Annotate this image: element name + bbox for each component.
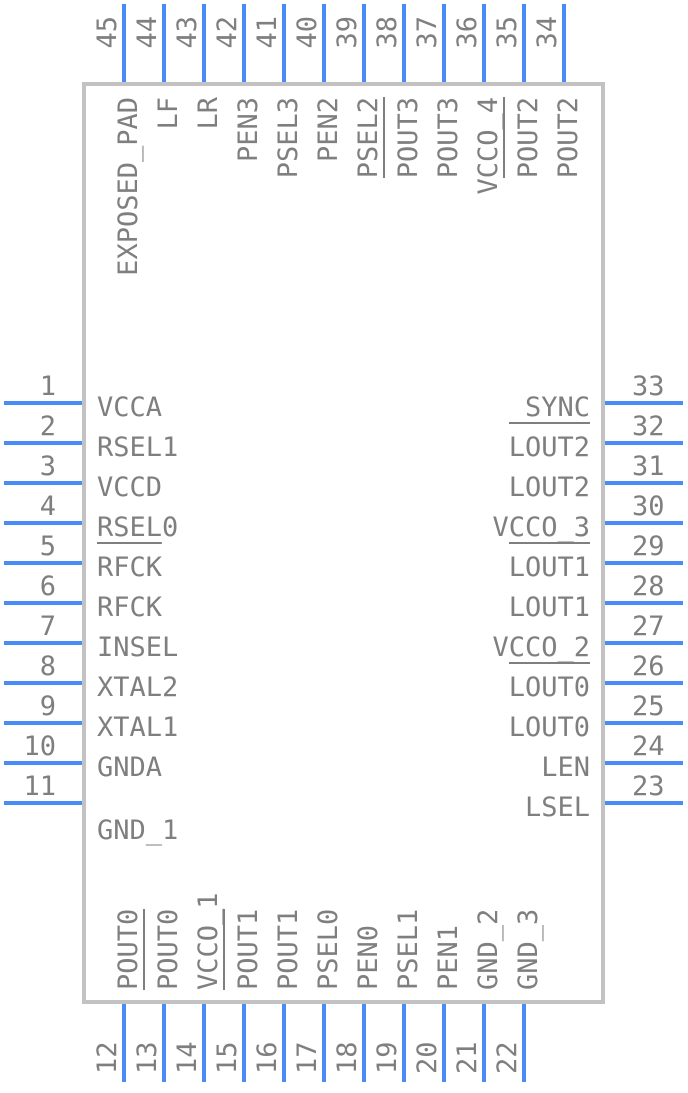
pin-number-14: 14 (172, 1041, 203, 1074)
pin-name-23: LSEL (525, 792, 590, 823)
pin-name-2: RSEL1 (97, 432, 178, 463)
pin-name-40: PEN2 (313, 97, 344, 162)
labels-layer: 1VCCA2RSEL13VCCD4RSEL05RFCK6RFCK7INSEL8X… (23, 16, 664, 1074)
pin-name-30: VCCO_3 (492, 512, 590, 543)
pin-name-7: INSEL (97, 632, 178, 663)
pin-number-3: 3 (40, 451, 56, 482)
pin-number-5: 5 (40, 531, 56, 562)
pin-name-38: POUT3 (393, 97, 424, 178)
pin-number-18: 18 (332, 1041, 363, 1074)
pin-number-40: 40 (292, 16, 323, 49)
pin-number-44: 44 (132, 16, 163, 49)
pin-number-36: 36 (452, 16, 483, 49)
pin-number-43: 43 (172, 16, 203, 49)
pin-name-21: GND_2 (473, 909, 504, 990)
pin-name-14: VCCO_1 (193, 892, 224, 990)
pin-number-24: 24 (632, 731, 665, 762)
pin-number-23: 23 (632, 771, 665, 802)
pin-number-35: 35 (492, 16, 523, 49)
pin-name-16: POUT1 (273, 909, 304, 990)
pin-number-29: 29 (632, 531, 665, 562)
pin-number-20: 20 (412, 1041, 443, 1074)
pin-number-39: 39 (332, 16, 363, 49)
pin-number-33: 33 (632, 371, 665, 402)
pin-name-26: LOUT0 (509, 672, 590, 703)
pin-number-31: 31 (632, 451, 665, 482)
pin-name-18: PEN0 (353, 925, 384, 990)
pin-name-36: VCCO_4 (473, 97, 504, 195)
pin-name-31: LOUT2 (509, 472, 590, 503)
pin-name-22: GND_3 (513, 909, 544, 990)
pin-name-3: VCCD (97, 472, 162, 503)
pin-name-35: POUT2 (513, 97, 544, 178)
pin-name-11: GND_1 (97, 815, 178, 846)
pin-number-28: 28 (632, 571, 665, 602)
pin-number-11: 11 (23, 771, 56, 802)
pin-name-10: GNDA (97, 752, 162, 783)
pin-name-9: XTAL1 (97, 712, 178, 743)
pin-name-34: POUT2 (553, 97, 584, 178)
pin-number-4: 4 (40, 491, 56, 522)
pin-number-7: 7 (40, 611, 56, 642)
pin-number-37: 37 (412, 16, 443, 49)
pin-number-38: 38 (372, 16, 403, 49)
pin-name-43: LR (193, 96, 224, 129)
pins-layer (4, 4, 683, 1082)
pin-name-12: POUT0 (113, 909, 144, 990)
pin-name-5: RFCK (97, 552, 163, 583)
pin-name-17: PSEL0 (313, 909, 344, 990)
pin-number-41: 41 (252, 16, 283, 49)
pin-number-26: 26 (632, 651, 665, 682)
pin-name-39: PSEL2 (353, 97, 384, 178)
pin-number-17: 17 (292, 1041, 323, 1074)
pin-number-12: 12 (92, 1041, 123, 1074)
pin-name-41: PSEL3 (273, 97, 304, 178)
ic-body-outline (82, 82, 605, 1004)
pin-number-42: 42 (212, 16, 243, 49)
pin-name-20: PEN1 (433, 925, 464, 990)
pin-name-45: EXPOSED_PAD (113, 97, 144, 276)
pin-number-8: 8 (40, 651, 56, 682)
pin-name-32: LOUT2 (509, 432, 590, 463)
pin-number-21: 21 (452, 1041, 483, 1074)
pin-name-37: POUT3 (433, 97, 464, 178)
pin-number-22: 22 (492, 1041, 523, 1074)
pin-number-6: 6 (40, 571, 56, 602)
pin-number-9: 9 (40, 691, 56, 722)
pin-name-27: VCCO_2 (492, 632, 590, 663)
pin-number-13: 13 (132, 1041, 163, 1074)
pin-name-1: VCCA (97, 392, 162, 423)
pin-name-19: PSEL1 (393, 909, 424, 990)
pin-number-16: 16 (252, 1041, 283, 1074)
pin-name-4: RSEL0 (97, 512, 178, 543)
pin-number-19: 19 (372, 1041, 403, 1074)
pin-number-32: 32 (632, 411, 665, 442)
pin-number-1: 1 (40, 371, 56, 402)
pin-name-28: LOUT1 (509, 592, 590, 623)
pin-name-8: XTAL2 (97, 672, 178, 703)
pin-name-15: POUT1 (233, 909, 264, 990)
pin-number-2: 2 (40, 411, 56, 442)
pin-name-24: LEN (541, 752, 590, 783)
pin-number-30: 30 (632, 491, 665, 522)
pin-name-42: PEN3 (233, 97, 264, 162)
pin-name-25: LOUT0 (509, 712, 590, 743)
pin-name-33: SYNC (525, 392, 590, 423)
pin-number-27: 27 (632, 611, 665, 642)
pin-number-10: 10 (23, 731, 56, 762)
pin-number-34: 34 (532, 16, 563, 49)
pin-name-44: LF (153, 97, 184, 130)
pin-name-6: RFCK (97, 592, 163, 623)
pin-name-29: LOUT1 (509, 552, 590, 583)
pin-name-13: POUT0 (153, 909, 184, 990)
pin-number-25: 25 (632, 691, 665, 722)
pin-number-45: 45 (92, 16, 123, 49)
pin-number-15: 15 (212, 1041, 243, 1074)
